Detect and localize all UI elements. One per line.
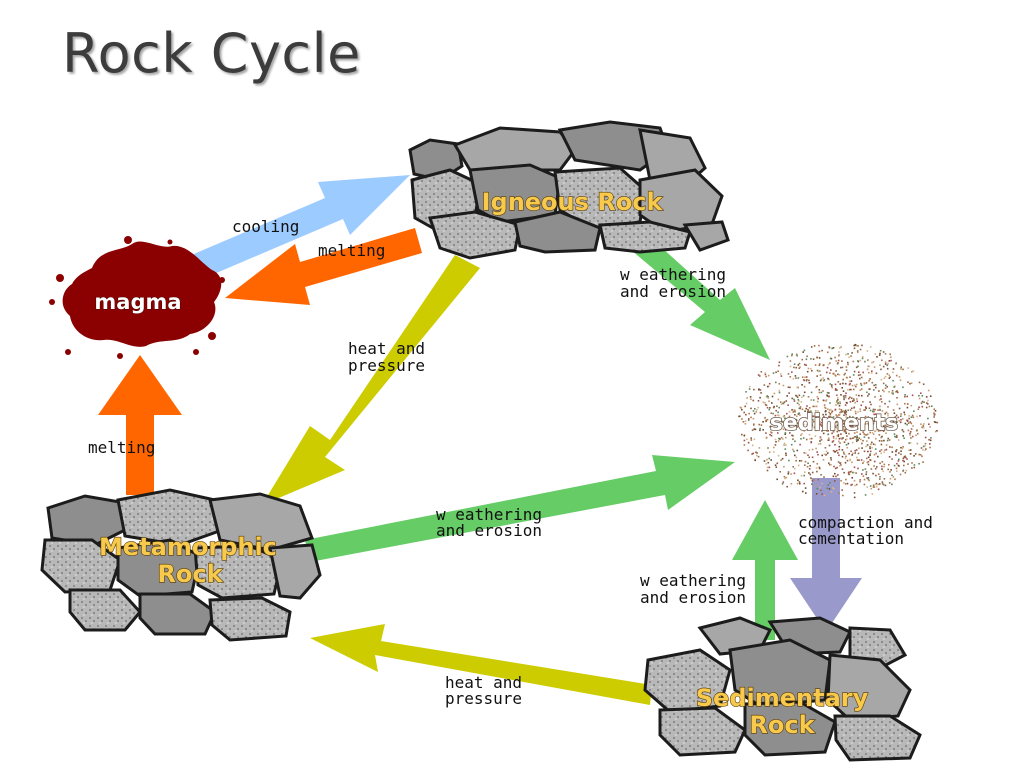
sediments-texture — [738, 343, 939, 499]
igneous-rock-label: Igneous Rock — [482, 188, 664, 216]
heat-pressure-label-bottom-line1: heat and — [445, 673, 522, 692]
weathering-arrow-igneous — [625, 230, 770, 360]
sedimentary-rock-node: Sedimentary Rock — [643, 616, 922, 762]
sediments-node: sediments — [738, 343, 939, 499]
arrows — [98, 175, 862, 705]
heat-arrow-sedimentary-metamorphic — [310, 624, 652, 705]
sedimentary-rock-label-line1: Sedimentary — [696, 684, 869, 712]
edge-labels: cooling melting w eathering and erosion … — [88, 217, 933, 708]
cooling-label: cooling — [232, 217, 299, 236]
weathering-arrow-sedimentary — [732, 500, 798, 640]
compaction-label-line2: cementation — [798, 529, 904, 548]
metamorphic-rock-label-line2: Rock — [157, 560, 223, 588]
weathering-label-low-line2: and erosion — [640, 588, 746, 607]
melting-arrow-left — [98, 355, 182, 495]
heat-arrow-igneous-metamorphic — [262, 255, 480, 505]
melting-label-left: melting — [88, 438, 155, 457]
magma-label: magma — [94, 290, 181, 314]
compaction-arrow — [790, 478, 862, 632]
compaction-label-line1: compaction and — [798, 513, 933, 532]
heat-pressure-label-top-line1: heat and — [348, 339, 425, 358]
melting-arrow-top — [225, 228, 422, 305]
weathering-arrow-metamorphic — [305, 455, 735, 562]
heat-pressure-label-top-line2: pressure — [348, 356, 425, 375]
weathering-label-top-line1: w eathering — [620, 265, 726, 284]
weathering-label-low-line1: w eathering — [640, 571, 746, 590]
sedimentary-rock-label-line2: Rock — [749, 711, 815, 739]
magma-node: magma — [49, 236, 225, 359]
metamorphic-rock-label-line1: Metamorphic — [99, 533, 277, 561]
cooling-arrow — [175, 175, 410, 283]
melting-label-top: melting — [318, 241, 385, 260]
page-title: Rock Cycle — [62, 22, 361, 85]
weathering-label-mid-line1: w eathering — [436, 505, 542, 524]
metamorphic-rock-node: Metamorphic Rock — [40, 488, 322, 642]
sediments-label: sediments — [770, 411, 898, 436]
igneous-rock-node: Igneous Rock — [408, 120, 730, 260]
weathering-label-mid-line2: and erosion — [436, 521, 542, 540]
weathering-label-top-line2: and erosion — [620, 282, 726, 301]
heat-pressure-label-bottom-line2: pressure — [445, 689, 522, 708]
